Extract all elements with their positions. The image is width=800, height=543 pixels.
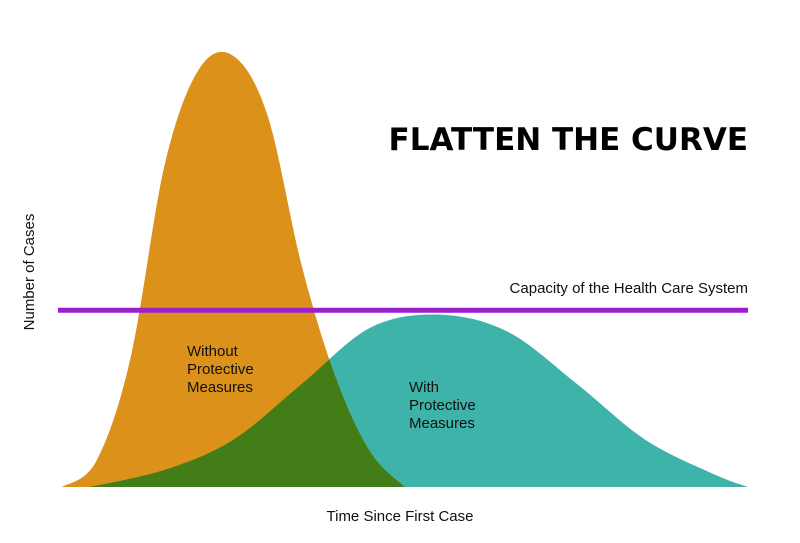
label-without-protective-measures-line: Protective	[187, 361, 254, 378]
capacity-label: Capacity of the Health Care System	[510, 280, 748, 297]
curves-layer	[62, 51, 748, 488]
series-overlap-area	[89, 314, 405, 487]
label-without-protective-measures-line: Measures	[187, 379, 253, 396]
label-with-protective-measures-line: Measures	[409, 415, 475, 432]
y-axis-label: Number of Cases	[21, 214, 38, 331]
x-axis-label: Time Since First Case	[327, 508, 474, 525]
label-with-protective-measures-line: Protective	[409, 397, 476, 414]
label-with-protective-measures-line: With	[409, 379, 439, 396]
label-without-protective-measures-line: Without	[187, 343, 239, 360]
chart-title: FLATTEN THE CURVE	[389, 122, 748, 158]
